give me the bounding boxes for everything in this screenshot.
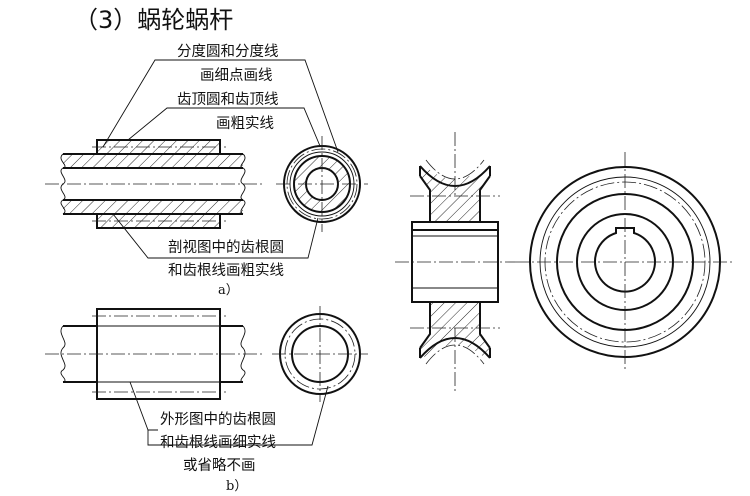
label-root-omit: 或省略不画 [183,457,256,474]
leader-lines-b [129,381,329,446]
label-root-external: 外形图中的齿根圆 [160,411,276,428]
label-pitch-circle: 分度圆和分度线 [177,43,279,60]
label-root-section: 剖视图中的齿根圆 [168,239,284,256]
worm-end-view-b [272,306,368,402]
worm-wheel-section-view [395,132,515,392]
page-title: （3）蜗轮蜗杆 [74,6,233,34]
worm-wheel-end-view [515,152,735,372]
worm-section-view [45,139,262,229]
worm-external-view [45,308,262,400]
leader-lines-a [102,59,339,259]
worm-end-view-a [276,136,368,232]
caption-a: a） [218,283,239,298]
label-root-section-rule: 和齿根线画粗实线 [168,262,284,279]
label-tip-rule: 画粗实线 [216,115,274,132]
caption-b: b） [226,479,247,494]
label-root-external-rule: 和齿根线画细实线 [160,434,276,451]
label-pitch-rule: 画细点画线 [200,67,273,84]
label-tip-circle: 齿顶圆和齿顶线 [177,91,279,108]
